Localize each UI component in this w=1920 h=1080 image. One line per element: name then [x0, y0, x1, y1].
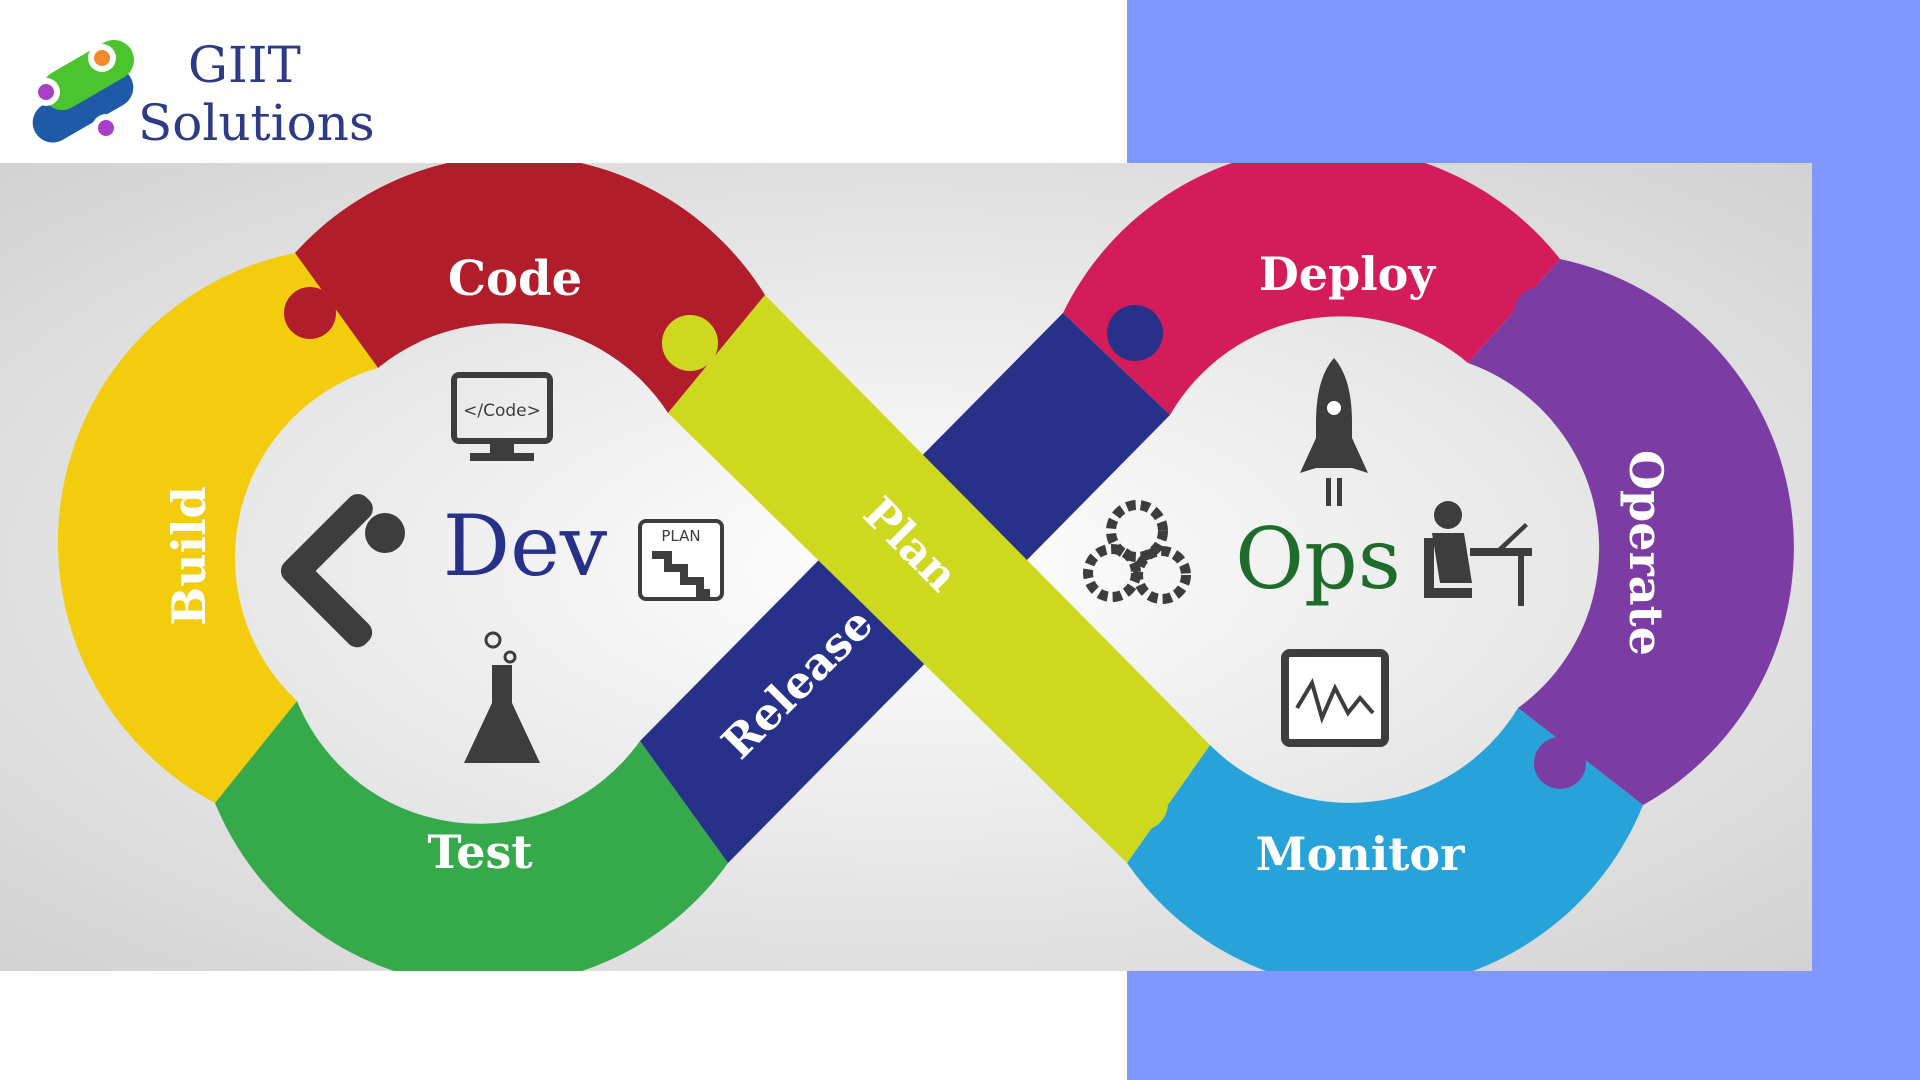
giit-logo: GIIT Solutions	[20, 30, 380, 160]
label-build: Build	[162, 486, 216, 625]
laptop	[1498, 523, 1528, 548]
bubble	[503, 650, 517, 664]
flask-icon	[464, 631, 540, 763]
person-body	[1432, 533, 1472, 583]
desk-top	[1470, 548, 1532, 556]
label-code: Code	[448, 251, 582, 307]
analytics-frame	[1281, 649, 1389, 747]
puzzle-knob	[1112, 775, 1168, 831]
logo-dot-orange	[94, 50, 110, 66]
rocket-fin-left	[1300, 438, 1316, 473]
segment-deploy	[1063, 163, 1560, 415]
logo-dot-purple-bottom	[98, 120, 114, 136]
segment-test	[215, 701, 728, 971]
plan-board-steps	[652, 551, 710, 597]
person-head	[1434, 501, 1462, 529]
puzzle-knob	[662, 315, 718, 371]
puzzle-knob	[694, 747, 746, 799]
segment-code	[295, 163, 765, 413]
bubble	[484, 631, 502, 649]
code-monitor-icon: </Code>	[451, 372, 553, 461]
puzzle-knob	[1514, 287, 1566, 339]
person-at-desk-icon	[1424, 501, 1532, 606]
plan-board-text: PLAN	[661, 527, 700, 545]
devops-infinity-diagram: Code Build Test Release Plan Deploy Oper…	[0, 163, 1812, 971]
label-deploy: Deploy	[1259, 247, 1436, 301]
rocket-flame	[1337, 478, 1342, 506]
tools-icon	[280, 493, 405, 648]
rocket-icon	[1300, 358, 1368, 506]
analytics-line	[1295, 678, 1375, 724]
puzzle-knob	[1107, 305, 1163, 361]
monitor-neck	[490, 443, 514, 453]
rocket-fin-right	[1352, 438, 1368, 473]
segment-operate	[1468, 259, 1794, 805]
monitor-base	[470, 453, 534, 461]
gear	[1106, 500, 1168, 562]
flask-body	[464, 665, 540, 763]
code-monitor-text: </Code>	[463, 401, 541, 421]
segment-plan	[668, 295, 1210, 863]
label-test: Test	[427, 825, 533, 879]
label-ops: Ops	[1235, 510, 1401, 608]
analytics-monitor-icon	[1281, 649, 1389, 747]
desk-leg	[1518, 556, 1524, 606]
puzzle-knob	[274, 742, 326, 794]
logo-text-giit: GIIT	[188, 36, 301, 94]
segment-monitor	[1127, 708, 1643, 971]
logo-dot-purple-left	[38, 84, 54, 100]
segment-build	[57, 253, 379, 803]
devops-banner: Code Build Test Release Plan Deploy Oper…	[0, 163, 1812, 971]
wrench-head	[365, 513, 405, 553]
wrench-shape	[281, 493, 373, 586]
gears-icon	[1083, 500, 1191, 604]
label-operate: Operate	[1619, 450, 1673, 656]
chair-back	[1424, 538, 1434, 598]
puzzle-knob	[284, 287, 336, 339]
monitor-frame	[451, 372, 553, 444]
chair-seat	[1424, 588, 1472, 598]
plan-board-icon: PLAN	[638, 519, 724, 601]
label-monitor: Monitor	[1256, 827, 1465, 881]
label-dev: Dev	[443, 497, 608, 595]
puzzle-knob	[1534, 737, 1586, 789]
rocket-window	[1327, 401, 1341, 415]
rocket-flame	[1326, 478, 1331, 506]
gear	[1133, 546, 1191, 604]
logo-text-solutions: Solutions	[138, 94, 375, 152]
chain-link-icon	[32, 40, 134, 143]
